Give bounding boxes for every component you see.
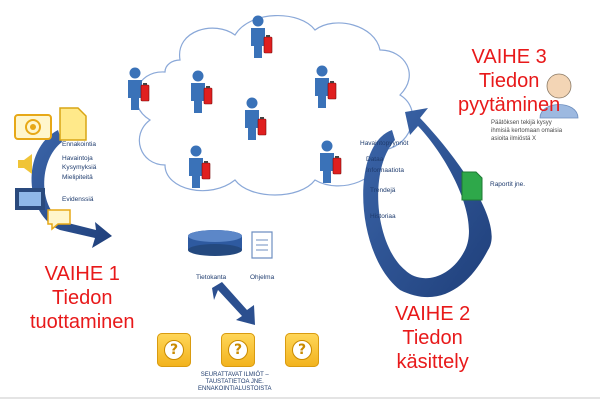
report-icon [461,171,483,201]
phase1-line1: Tiedon [52,287,113,309]
phase1-step: VAIHE 1 [44,263,120,285]
label-historiaa: Historiaa [370,213,396,220]
label-ennakointia: Ennakointia [62,141,96,148]
question-icon: ? [292,340,312,360]
phase3-line2: pyytäminen [458,94,561,116]
label-raportit: Raportit jne. [490,181,526,188]
phase2-step: VAIHE 2 [395,303,471,325]
question-icon: ? [228,340,248,360]
user-note: Päätöksen tekijä kysyy ihmisiä kertomaan… [491,119,562,143]
database-icon [188,230,242,256]
phase3-title: VAIHE 3 Tiedon pyytäminen [458,45,560,117]
question-box-2: ? [221,333,255,367]
question-icon: ? [164,340,184,360]
label-evidenssia: Evidenssiä [62,196,94,203]
label-informaatiota: Informaatiota [366,167,404,174]
phase3-step: VAIHE 3 [471,46,547,68]
user-note-line3: asioita ilmiöstä X [491,136,537,142]
label-ohjelma: Ohjelma [250,274,275,281]
bottom-caption-line1: SEURATTAVAT ILMIÖT – [200,372,269,378]
bottom-caption-line3: ENNAKOINTIALUSTOISTA [198,386,272,392]
phase2-line1: Tiedon [402,327,463,349]
film-icon [15,188,45,210]
user-note-line1: Päätöksen tekijä kysyy [491,120,552,126]
question-box-1: ? [157,333,191,367]
speaker-icon [18,154,32,174]
right-arrow [363,108,492,298]
label-havaintopyynnot: Havaintopyynnöt [360,140,409,147]
speech-bubble-icon [47,209,71,231]
phase1-line2: tuottaminen [30,311,135,333]
bottom-caption-line2: TAUSTATIETOA JNE. [205,379,264,385]
phase1-title: VAIHE 1 Tiedon tuottaminen [30,262,135,334]
label-dataa: Dataa [366,156,384,163]
phase3-line1: Tiedon [478,70,540,92]
double-arrow [212,282,255,325]
user-note-line2: ihmisiä kertomaan omaisia [491,128,563,134]
document-icon [59,107,87,141]
label-havaintoja: Havaintoja [62,155,93,162]
label-mielipiteita: Mielipiteitä [62,174,93,181]
camera-icon [14,114,52,140]
phase2-title: VAIHE 2 Tiedon käsittely [395,302,470,374]
user-icon [539,73,579,119]
label-kysymyksia: Kysymyksiä [62,164,97,171]
label-trendeja: Trendejä [370,187,396,194]
phase2-line2: käsittely [396,351,469,373]
bottom-caption: SEURATTAVAT ILMIÖT – TAUSTATIETOA JNE. E… [198,372,271,393]
question-box-3: ? [285,333,319,367]
program-icon [251,231,273,259]
label-tietokanta: Tietokanta [196,274,227,281]
